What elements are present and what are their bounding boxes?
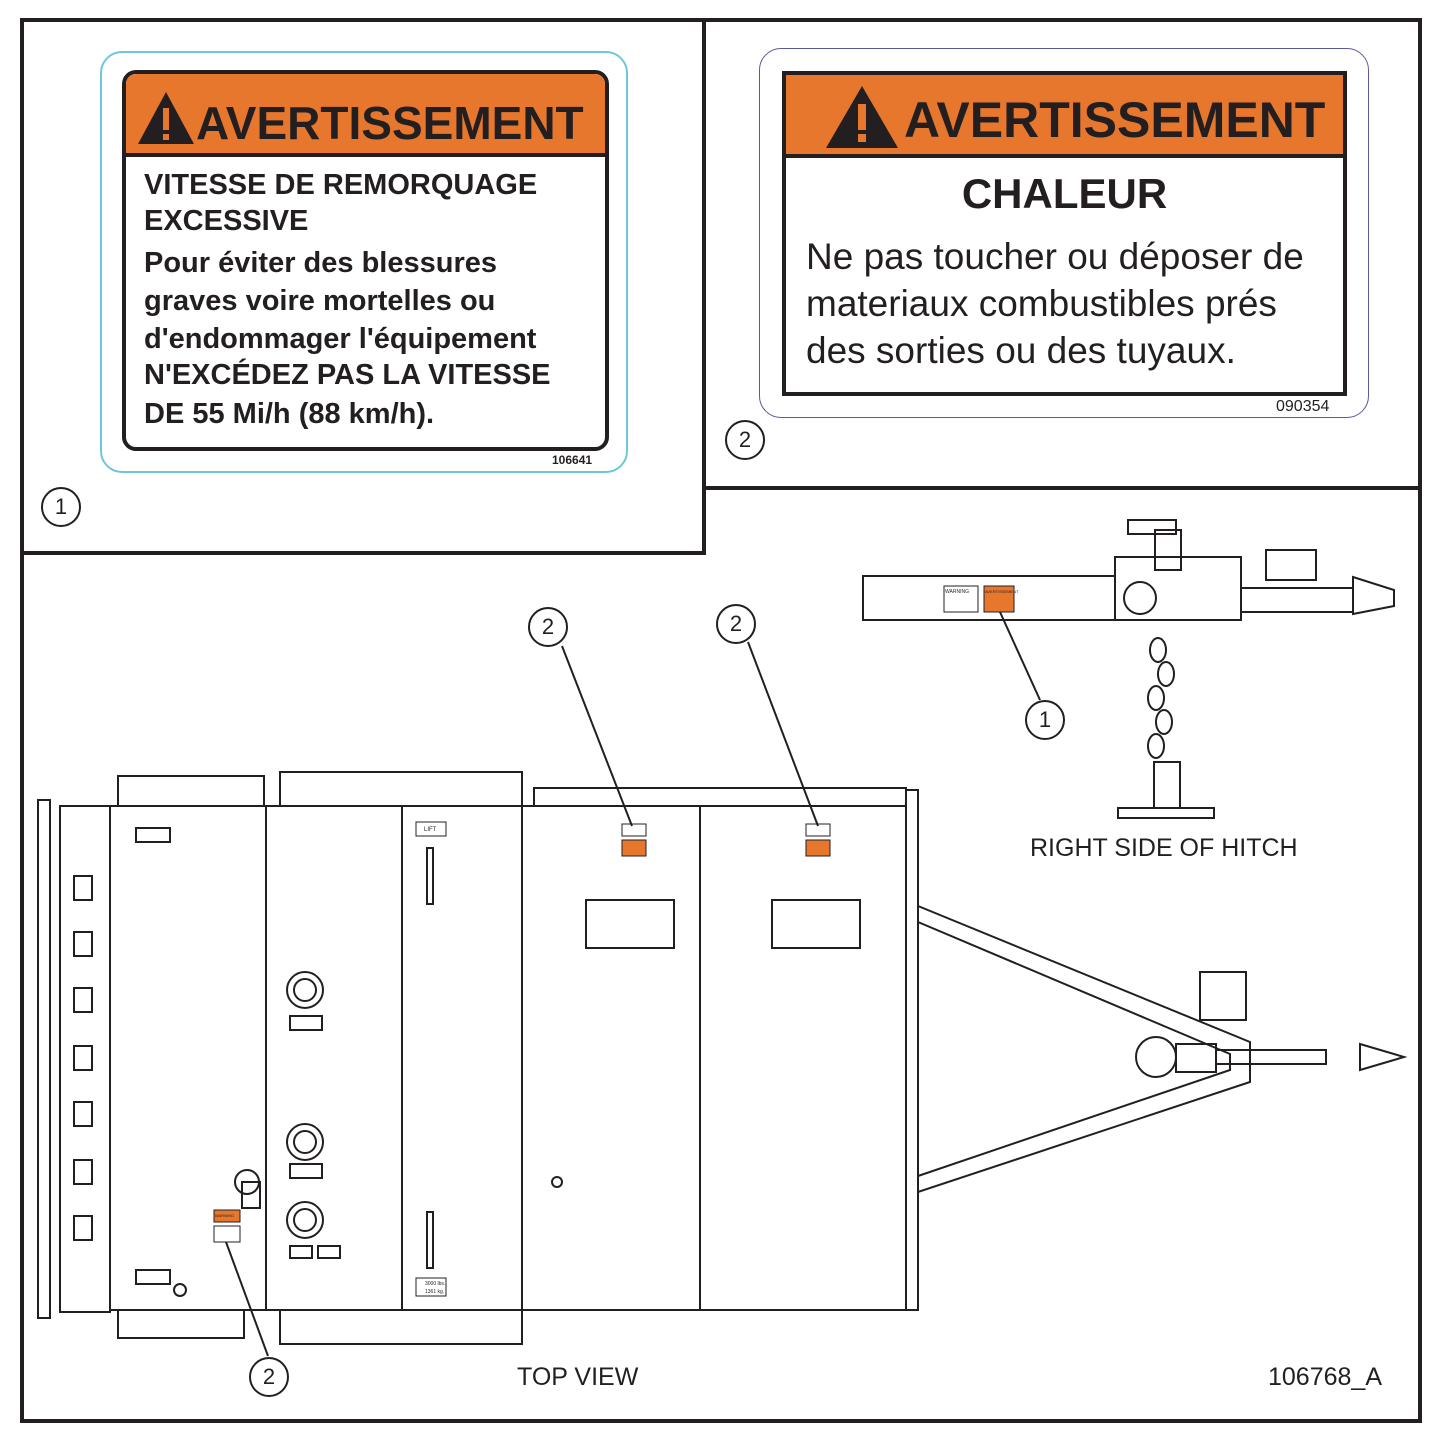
label1-line-3: Pour éviter des blessures bbox=[144, 247, 497, 279]
jack-leg bbox=[1153, 761, 1181, 809]
tongue-a-frame bbox=[917, 904, 1251, 1194]
rear-rail bbox=[37, 799, 51, 1319]
label2-signal-word: AVERTISSEMENT bbox=[904, 92, 1326, 148]
label1-part-number: 106641 bbox=[552, 453, 593, 467]
label1-header: AVERTISSEMENT bbox=[126, 74, 605, 157]
weight-decal-lbs: 3000 lbs. bbox=[425, 1281, 445, 1287]
diagram-callout-1: 1 bbox=[1025, 700, 1065, 740]
trailer-body bbox=[109, 805, 907, 1311]
label1-line-6: N'EXCÉDEZ PAS LA VITESSE bbox=[144, 359, 551, 391]
coupler-eye bbox=[1135, 1036, 1177, 1078]
top-box-1 bbox=[117, 775, 265, 807]
label1-line-5: d'endommager l'équipement bbox=[144, 323, 537, 355]
diagram-callout-2a: 2 bbox=[528, 607, 568, 647]
label2-part-number: 090354 bbox=[1276, 398, 1330, 415]
label1-signal-word: AVERTISSEMENT bbox=[196, 97, 584, 149]
weight-decal-kg: 1361 kg. bbox=[425, 1289, 444, 1295]
label1-callout: 1 bbox=[41, 487, 81, 527]
hitch-avertissement-tag: AVERTISSEMENT bbox=[985, 589, 1019, 594]
bottom-box-1 bbox=[117, 1309, 245, 1339]
hitch-latch bbox=[1265, 549, 1317, 581]
latches bbox=[135, 827, 563, 1297]
jack-foot bbox=[1117, 807, 1215, 819]
coupler-tip bbox=[1359, 1042, 1408, 1072]
diagram-callout-2c: 2 bbox=[249, 1357, 289, 1397]
hitch-warning-tag: WARNING bbox=[945, 589, 969, 595]
top-box-3 bbox=[533, 787, 907, 807]
slot bbox=[426, 847, 434, 905]
label2-line-1: Ne pas toucher ou déposer de bbox=[806, 236, 1304, 277]
label2-line-3: des sorties ou des tuyaux. bbox=[806, 330, 1236, 371]
front-cap bbox=[905, 789, 919, 1311]
hitch-hole bbox=[1123, 581, 1157, 615]
label1-line-7: DE 55 Mi/h (88 km/h). bbox=[144, 398, 435, 430]
bottom-box-2 bbox=[279, 1309, 523, 1345]
alert-triangle-icon bbox=[138, 92, 194, 144]
hitch-coupler-arm bbox=[1240, 587, 1354, 613]
rear-bumper bbox=[59, 805, 111, 1313]
coupler-bar bbox=[1175, 1043, 1217, 1073]
leader-lines bbox=[225, 611, 1041, 1357]
label1-line-4: graves voire mortelles ou bbox=[144, 285, 496, 317]
hitch-jack-top bbox=[1127, 519, 1177, 535]
label2-heading: CHALEUR bbox=[961, 170, 1168, 217]
hatch-2 bbox=[771, 899, 861, 949]
label1-sign: AVERTISSEMENT VITESSE DE REMORQUAGE EXCE… bbox=[122, 70, 609, 451]
exhaust-ports bbox=[286, 971, 341, 1259]
slot bbox=[426, 1211, 434, 1269]
label1-line-2: EXCESSIVE bbox=[144, 205, 309, 237]
lift-decal: LIFT bbox=[424, 827, 437, 833]
hitch-bracket bbox=[1114, 556, 1242, 621]
alert-triangle-icon bbox=[826, 86, 898, 148]
label2-panel bbox=[702, 18, 1422, 490]
label2-sign: AVERTISSEMENT CHALEUR Ne pas toucher ou … bbox=[782, 71, 1347, 396]
hitch-jack-post bbox=[1154, 529, 1182, 571]
label2-callout: 2 bbox=[725, 420, 765, 460]
top-view-caption: TOP VIEW bbox=[517, 1363, 639, 1391]
safety-chain bbox=[1147, 637, 1175, 759]
drawing-number: 106768_A bbox=[1268, 1363, 1383, 1391]
label1-line-1: VITESSE DE REMORQUAGE bbox=[144, 169, 538, 201]
label2-header: AVERTISSEMENT bbox=[786, 75, 1343, 158]
label2-line-2: materiaux combustibles prés bbox=[806, 283, 1277, 324]
diagram-callout-2b: 2 bbox=[716, 604, 756, 644]
hitch-coupler-head bbox=[1352, 575, 1395, 616]
jack-handle bbox=[1199, 971, 1247, 1021]
coupler-shaft bbox=[1215, 1049, 1327, 1065]
hitch-caption: RIGHT SIDE OF HITCH bbox=[1030, 834, 1298, 862]
side-warning-tag: WARNING bbox=[215, 1213, 234, 1218]
rear-vents bbox=[73, 875, 93, 1241]
top-box-2 bbox=[279, 771, 523, 807]
hatch-1 bbox=[585, 899, 675, 949]
drawing-decals: WARNING AVERTISSEMENT WARNING LIFT 3000 … bbox=[213, 585, 1019, 1297]
